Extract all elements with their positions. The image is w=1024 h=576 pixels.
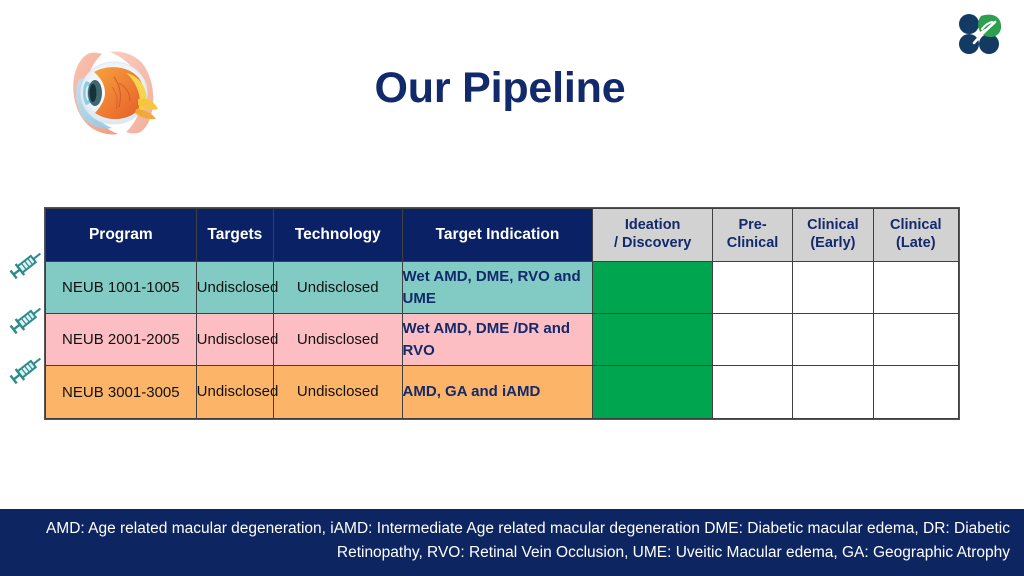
footer-line-2: Retinopathy, RVO: Retinal Vein Occlusion… — [336, 543, 1010, 561]
stage-cell-ideation-discovery — [592, 313, 713, 366]
stage-cell-clinical-early — [792, 365, 874, 419]
column-header-program: Program — [45, 208, 197, 262]
column-header-clinical-early: Clinical (Early) — [792, 208, 874, 262]
cell-targets: Undisclosed — [195, 313, 278, 366]
syringe-icon — [6, 298, 48, 340]
page-title: Our Pipeline — [374, 64, 626, 112]
ideation-line1: Ideation — [624, 217, 681, 234]
column-header-technology: Technology — [272, 208, 403, 262]
footer-bar — [0, 509, 1024, 576]
syringe-icon — [6, 348, 48, 390]
table-row: NEUB 2001-2005 Undisclosed Undisclosed W… — [45, 313, 960, 366]
table-header-row: Program Targets Technology Target Indica… — [45, 208, 960, 262]
syringe-icon — [6, 243, 48, 285]
stage-cell-clinical-late — [872, 313, 960, 366]
clinical-early-line2: (Early) — [810, 235, 856, 251]
stage-cell-clinical-early — [792, 261, 874, 314]
table-row: NEUB 1001-1005 Undisclosed Undisclosed W… — [45, 261, 960, 314]
column-header-pre-clinical: Pre- Clinical — [711, 208, 794, 262]
footer-line-1: AMD: Age related macular degeneration, i… — [45, 520, 1010, 537]
clinical-late-line2: (Late) — [896, 235, 936, 251]
stage-cell-clinical-late — [872, 365, 960, 419]
column-header-target-indication: Target Indication — [401, 208, 594, 262]
stage-cell-pre-clinical — [711, 365, 794, 419]
column-header-clinical-late: Clinical (Late) — [872, 208, 960, 262]
cell-targets: Undisclosed — [195, 365, 278, 419]
cell-target-indication: AMD, GA and iAMD — [401, 365, 594, 419]
stage-cell-ideation-discovery — [592, 261, 713, 314]
stage-cell-clinical-late — [872, 261, 960, 314]
stage-cell-pre-clinical — [711, 261, 794, 314]
preclinical-line1: Pre- — [738, 217, 767, 234]
cell-technology: Undisclosed — [272, 261, 403, 314]
cell-target-indication: Wet AMD, DME, RVO and UME — [401, 261, 594, 314]
clinical-early-line1: Clinical — [807, 217, 859, 234]
column-header-ideation-discovery: Ideation / Discovery — [592, 208, 713, 262]
cell-technology: Undisclosed — [272, 365, 403, 419]
cell-target-indication: Wet AMD, DME /DR and RVO — [401, 313, 594, 366]
eye-anatomy-icon — [64, 47, 164, 139]
company-logo-icon — [955, 10, 1007, 56]
cell-program: NEUB 3001-3005 — [45, 365, 197, 419]
cell-program: NEUB 1001-1005 — [45, 261, 197, 314]
table-row: NEUB 3001-3005 Undisclosed Undisclosed A… — [45, 365, 960, 419]
clinical-late-line1: Clinical — [890, 217, 942, 234]
preclinical-line2: Clinical — [726, 235, 779, 251]
pipeline-table: Program Targets Technology Target Indica… — [44, 207, 960, 420]
cell-technology: Undisclosed — [272, 313, 403, 366]
footer-abbreviations: AMD: Age related macular degeneration, i… — [14, 517, 1010, 564]
ideation-line2: / Discovery — [613, 235, 692, 251]
stage-cell-pre-clinical — [711, 313, 794, 366]
cell-program: NEUB 2001-2005 — [45, 313, 197, 366]
stage-cell-clinical-early — [792, 313, 874, 366]
column-header-targets: Targets — [195, 208, 274, 262]
stage-cell-ideation-discovery — [592, 365, 713, 419]
cell-targets: Undisclosed — [195, 261, 278, 314]
